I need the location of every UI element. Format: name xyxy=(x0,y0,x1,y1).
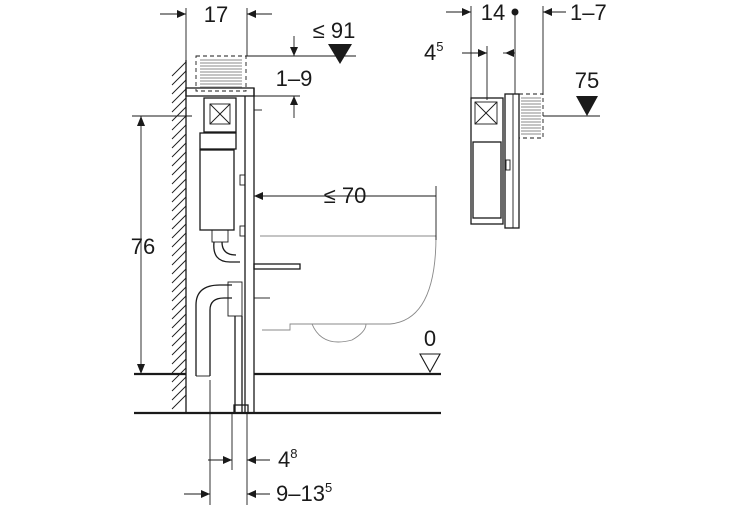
label-1-9: 1–9 xyxy=(276,66,313,91)
label-max-91: ≤ 91 xyxy=(313,18,356,43)
dim-4-8: 48 xyxy=(208,413,297,505)
side-view-element xyxy=(470,93,544,229)
label-floor-0: 0 xyxy=(424,326,436,351)
drain-pipe xyxy=(195,281,243,413)
dim-75: 75 xyxy=(543,68,600,117)
label-75: 75 xyxy=(575,68,599,93)
wc-bowl xyxy=(260,235,437,343)
dim-14: 14 xyxy=(446,0,519,98)
label-9-13-5: 9–135 xyxy=(276,480,332,505)
label-4-8: 48 xyxy=(278,446,297,472)
label-17: 17 xyxy=(204,2,228,27)
actuator-plate xyxy=(195,55,247,92)
dim-9-13-5: 9–135 xyxy=(184,380,332,506)
dim-floor-0: 0 xyxy=(419,326,441,374)
label-max-70: ≤ 70 xyxy=(324,183,367,208)
label-4-5: 45 xyxy=(424,39,443,65)
dim-1-9: 1–9 xyxy=(254,66,312,118)
label-1-7: 1–7 xyxy=(570,0,607,25)
wall-hatching xyxy=(171,60,187,412)
dim-4-5: 45 xyxy=(424,39,515,100)
label-14: 14 xyxy=(481,0,505,25)
fixing-bolt xyxy=(253,263,301,270)
floor-lines xyxy=(134,372,441,415)
dim-1-7: 1–7 xyxy=(542,0,607,94)
label-76: 76 xyxy=(131,234,155,259)
dim-max-91: ≤ 91 xyxy=(246,18,356,64)
dim-max-70: ≤ 70 xyxy=(254,183,437,240)
cistern xyxy=(199,97,240,263)
dim-76: 76 xyxy=(131,115,192,374)
dim-17: 17 xyxy=(160,2,272,60)
frame-element xyxy=(185,87,270,414)
